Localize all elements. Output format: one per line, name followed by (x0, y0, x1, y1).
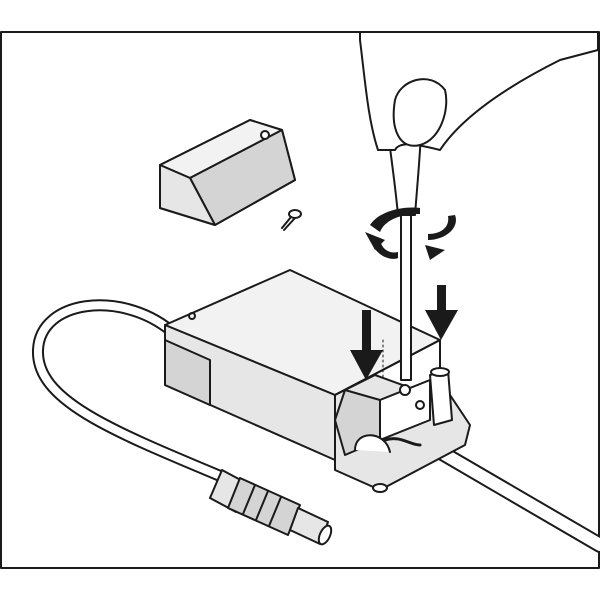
rotate-arrow-icon (365, 207, 456, 260)
mains-cable (412, 432, 600, 553)
frame-border (0, 31, 600, 569)
driver-housing (164, 269, 471, 493)
down-arrow-icon (350, 285, 458, 380)
cable (31, 299, 231, 484)
hand (359, 31, 599, 151)
plug-connector (209, 469, 333, 546)
terminal-cover (159, 119, 296, 226)
screw-icon (281, 209, 302, 231)
